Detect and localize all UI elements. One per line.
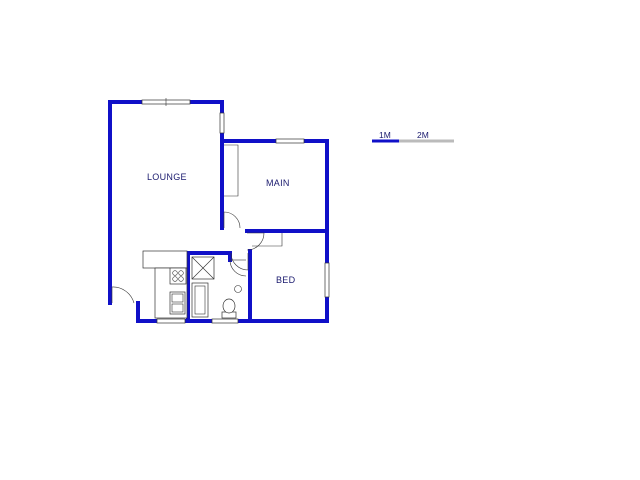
windows xyxy=(141,98,330,324)
room-label-bed: BED xyxy=(276,275,296,285)
scale-label-1m: 1M xyxy=(379,130,391,140)
walls xyxy=(108,100,329,323)
stove-icon xyxy=(169,267,187,285)
sink-icon xyxy=(169,291,186,315)
scale-bar: 1M 2M xyxy=(372,130,454,143)
fixtures xyxy=(142,144,283,319)
scale-label-2m: 2M xyxy=(417,130,429,140)
room-label-lounge: LOUNGE xyxy=(147,172,187,182)
doors xyxy=(111,211,265,304)
room-label-main: MAIN xyxy=(266,178,290,188)
